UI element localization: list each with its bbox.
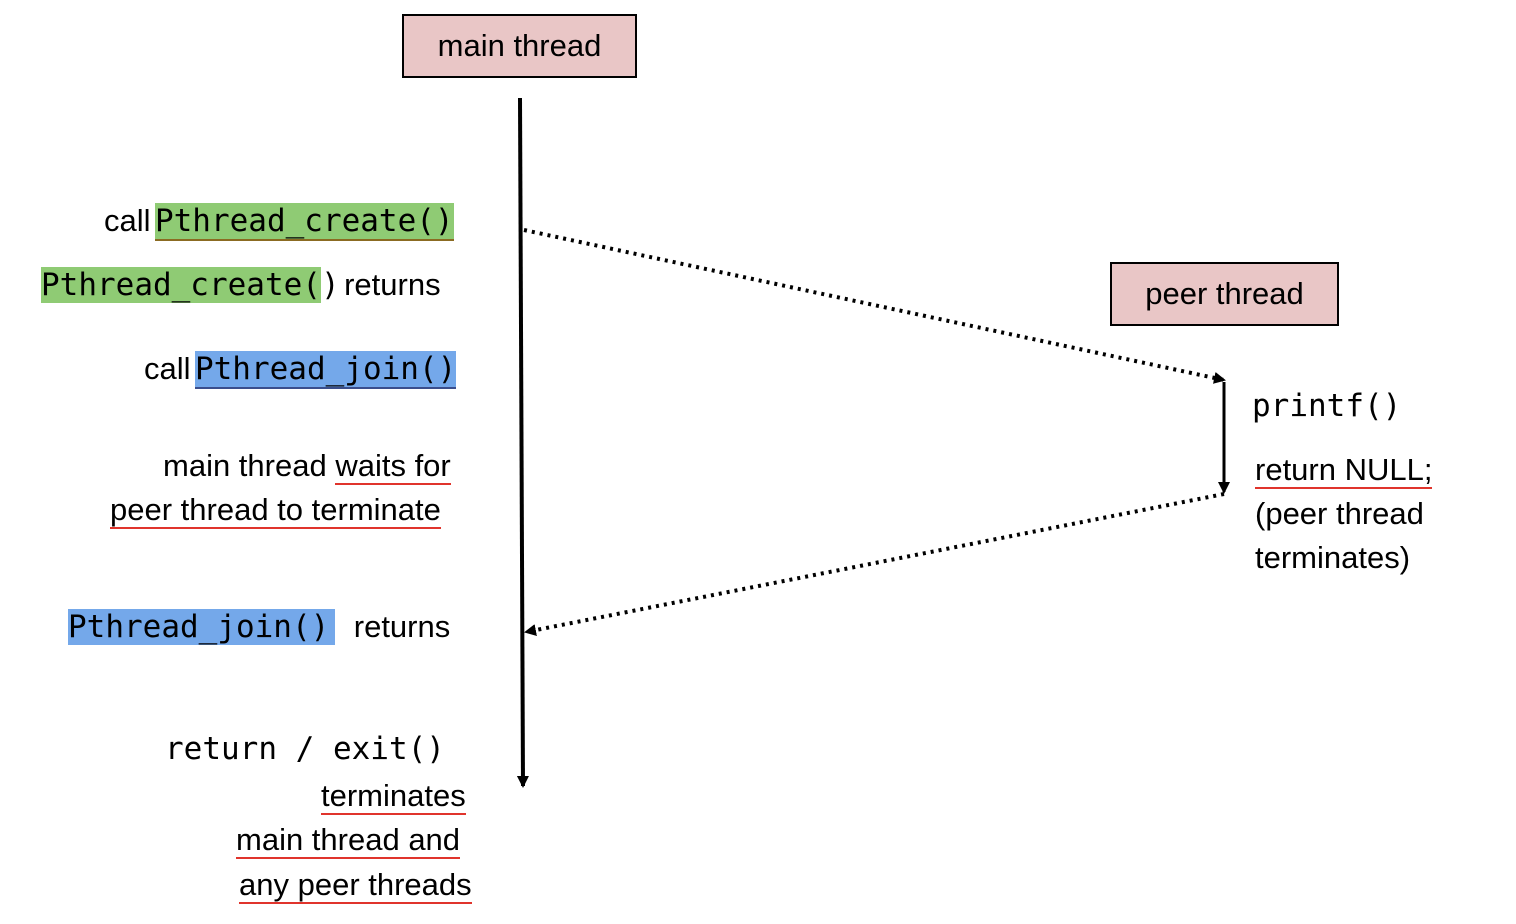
peer-terminates-line-2: terminates)	[1255, 540, 1411, 575]
peer-thread-box: peer thread	[1110, 262, 1339, 326]
create-returns-paren: )	[320, 267, 340, 303]
join-return-arrow	[524, 492, 1225, 636]
main-thread-box: main thread	[402, 14, 637, 78]
terminates-line-2: main thread and	[236, 820, 461, 860]
call-create-prefix: call	[104, 203, 151, 238]
main-thread-timeline	[516, 97, 529, 788]
create-returns-label: Pthread_create() returns	[41, 264, 441, 306]
terminates-line-3: any peer threads	[239, 865, 472, 905]
join-returns-suffix: returns	[353, 609, 451, 644]
main-thread-box-label: main thread	[437, 28, 602, 63]
waits-text-a: main thread	[163, 448, 336, 483]
terminates-text-2: main thread and	[236, 822, 461, 859]
call-join-prefix: call	[144, 351, 191, 386]
terminates-text-3: any peer threads	[239, 867, 472, 904]
call-create-label: call Pthread_create()	[104, 200, 454, 242]
join-returns-fn: Pthread_join()	[68, 609, 336, 645]
create-returns-suffix: returns	[344, 267, 441, 302]
peer-thread-box-label: peer thread	[1145, 276, 1304, 311]
call-create-fn: Pthread_create()	[154, 203, 454, 241]
join-returns-label: Pthread_join() returns	[68, 606, 450, 648]
printf-label: printf()	[1252, 388, 1402, 424]
terminates-text-1: terminates	[321, 778, 466, 815]
terminates-line-1: terminates	[321, 776, 466, 816]
return-null-line: return NULL;	[1255, 450, 1433, 490]
waits-text-line2: peer thread to terminate	[110, 492, 441, 529]
return-null-text: return NULL;	[1255, 452, 1433, 489]
waits-text-b: waits for	[335, 448, 451, 485]
peer-terminates-line-1: (peer thread	[1255, 496, 1424, 531]
return-exit-label: return / exit()	[165, 731, 445, 767]
create-returns-fn: Pthread_create(	[41, 267, 321, 303]
call-join-label: call Pthread_join()	[144, 348, 457, 390]
waits-line-2: peer thread to terminate	[110, 490, 441, 530]
call-join-fn: Pthread_join()	[194, 351, 457, 389]
waits-line-1: main thread waits for	[163, 446, 451, 486]
